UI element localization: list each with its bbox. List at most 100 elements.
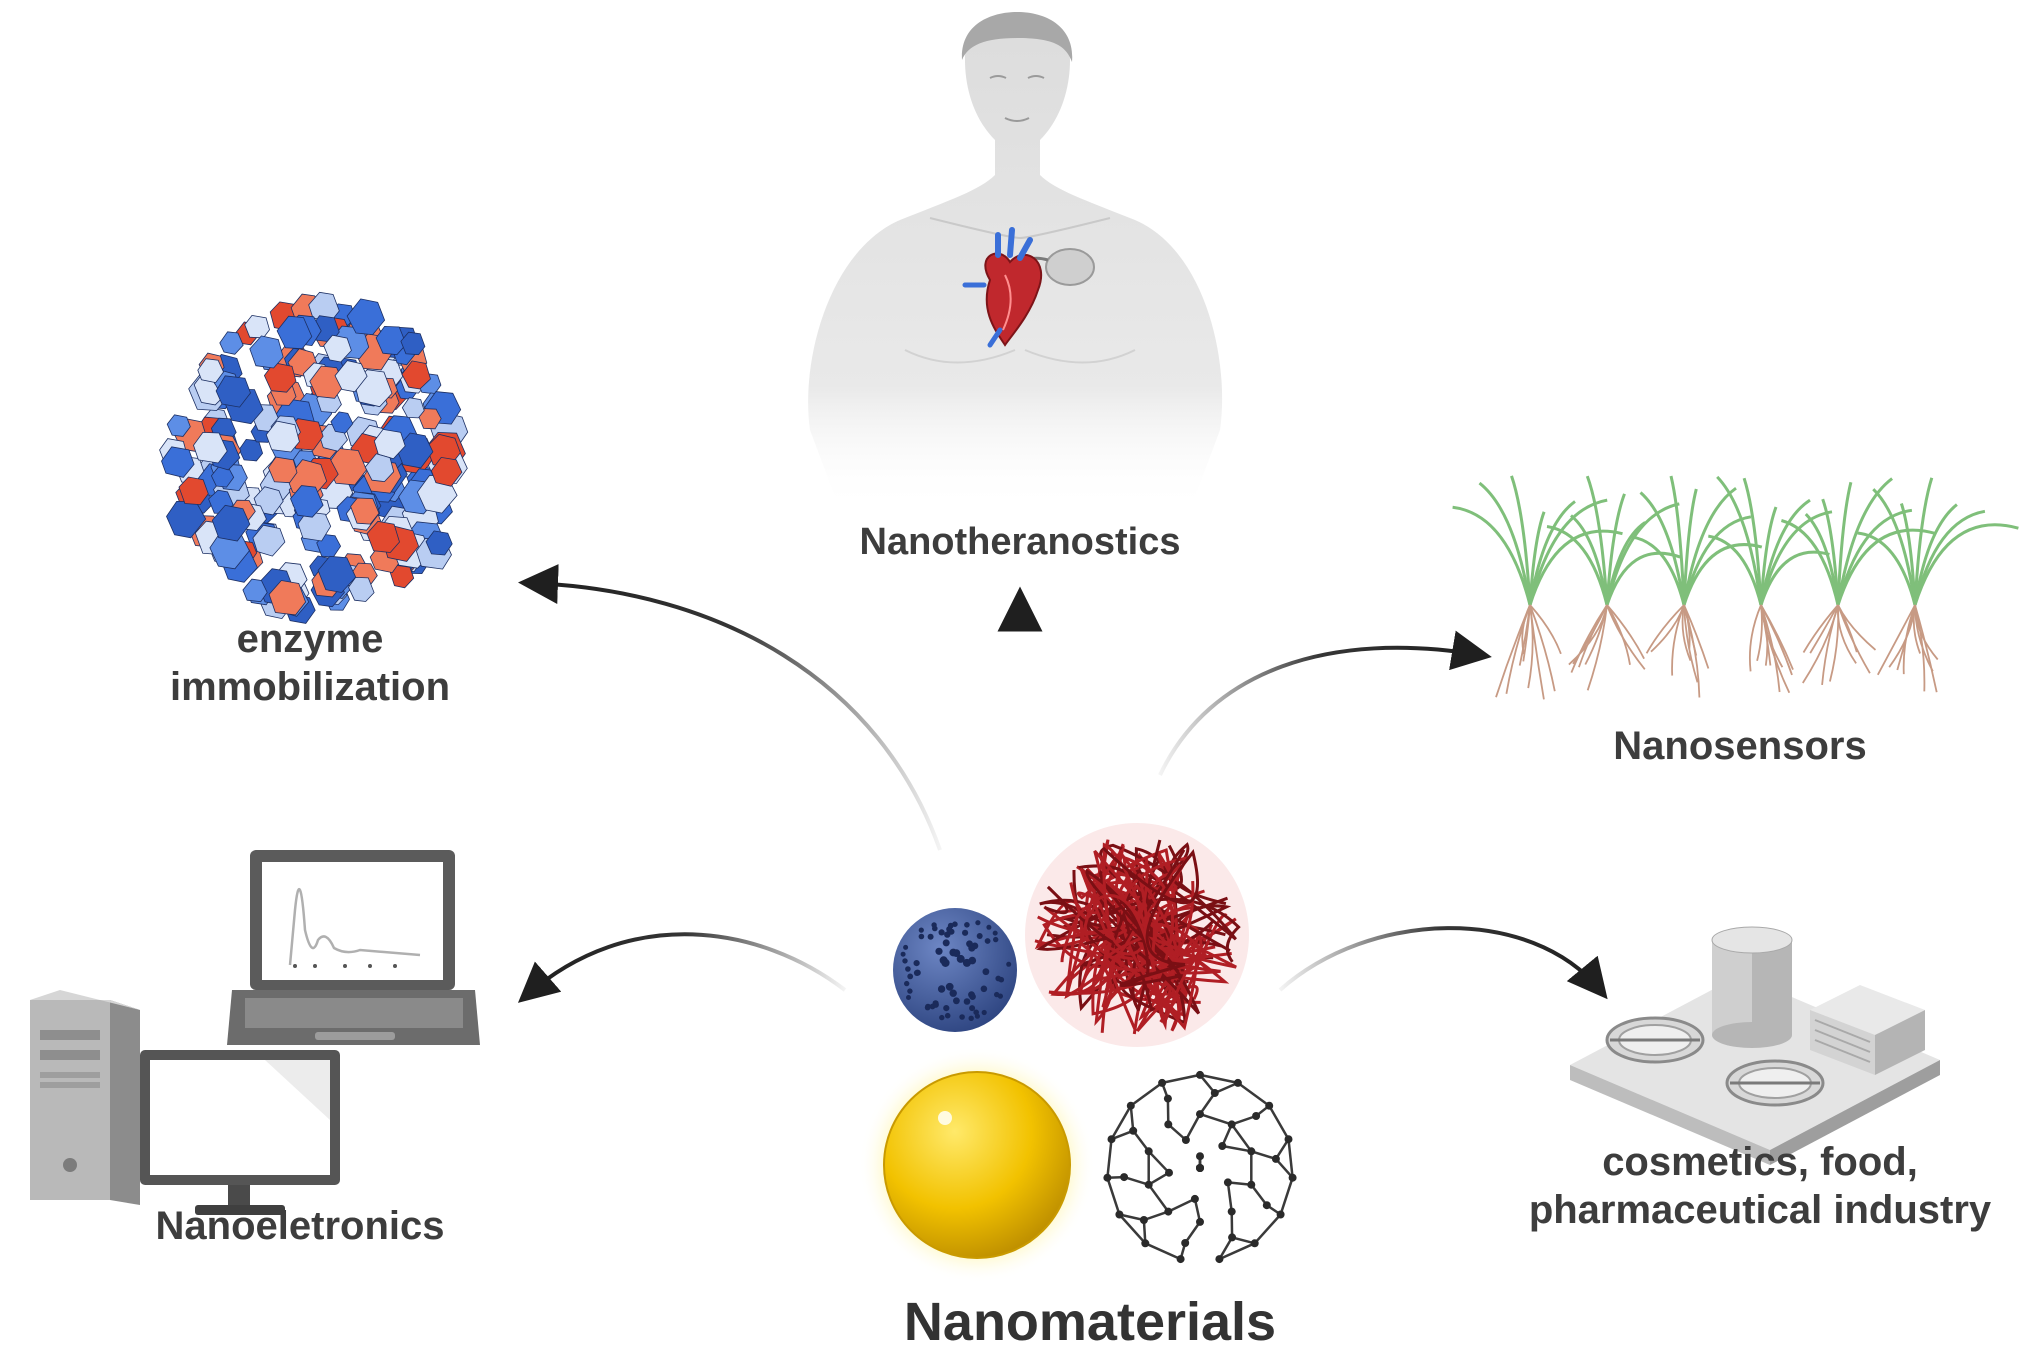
enzyme-residue (268, 580, 307, 616)
laptop-icon (227, 850, 480, 1045)
sphere-pore (913, 969, 921, 977)
grass-blade (1639, 491, 1686, 606)
enzyme-residue (249, 335, 284, 369)
enzyme-residue (366, 520, 400, 553)
sphere-pore (986, 924, 992, 930)
carbon-bond (1279, 1177, 1294, 1215)
plants-roots-icon (1452, 475, 2019, 700)
root-strand (1645, 604, 1685, 654)
carbon-atom (1227, 1120, 1236, 1129)
carbon-atom (1288, 1173, 1297, 1182)
root-strand (1606, 604, 1646, 670)
grass-blade (1857, 531, 1917, 606)
carbon-atom (1144, 1147, 1153, 1156)
grass-blade (1913, 523, 2019, 606)
grass-blade (1708, 534, 1763, 606)
enzyme-residue (267, 456, 298, 484)
carbon-atom (1271, 1154, 1280, 1163)
root-strand (1837, 604, 1871, 674)
carbon-atom (1262, 1201, 1271, 1210)
sphere-pore (903, 944, 909, 950)
root-strand (1914, 604, 1938, 693)
gold-nanoparticle-icon (859, 1047, 1095, 1283)
carbon-bond (1250, 1183, 1268, 1206)
sphere-pore (905, 966, 911, 972)
carbon-bond (1199, 1073, 1239, 1085)
sphere-pore (918, 927, 924, 933)
enzyme-molecule-icon (159, 291, 469, 624)
enzyme-residue (290, 485, 324, 518)
carbon-atom (1196, 1152, 1204, 1161)
carbon-bond (1129, 1105, 1135, 1131)
label-nanotheranostics: Nanotheranostics (859, 521, 1181, 563)
grass-blade (1759, 506, 1778, 606)
carbon-atom (1196, 1110, 1204, 1119)
carbon-bond (1118, 1213, 1147, 1245)
sphere-pore (980, 985, 988, 993)
sphere-pore (969, 1005, 976, 1012)
sphere-pore (935, 947, 943, 955)
label-line: enzyme (236, 617, 384, 661)
enzyme-residue (401, 397, 425, 419)
carbon-bond (1147, 1183, 1170, 1213)
label-industry: cosmetics, food, pharmaceutical industry (1490, 1138, 2030, 1234)
sphere-pore (962, 929, 969, 936)
grass-blade (1528, 529, 1623, 606)
grass-blade (1742, 477, 1763, 606)
carbon-atom (1120, 1173, 1129, 1182)
carbon-atom (1103, 1173, 1112, 1182)
nanomaterials-cluster (859, 823, 1297, 1283)
carbon-atom (1228, 1233, 1237, 1242)
label-nanoelectronics: Nanoeletronics (155, 1204, 445, 1248)
carbon-bond (1226, 1182, 1233, 1212)
carbon-bond (1198, 1092, 1216, 1115)
enzyme-residue (215, 375, 251, 408)
polymer-strand (1064, 839, 1149, 999)
carbon-atom (1196, 1070, 1204, 1079)
polymer-nanoball-icon (1025, 823, 1249, 1047)
sphere-pore (913, 960, 920, 967)
carbon-atom (1252, 1112, 1261, 1120)
root-strand (1829, 604, 1840, 682)
carbon-atom (1164, 1120, 1173, 1129)
industrial-plant-icon (1570, 926, 1940, 1165)
sphere-pore (943, 1005, 950, 1012)
sphere-pore (942, 939, 950, 947)
carbon-atom (1247, 1180, 1256, 1189)
carbon-atom (1107, 1135, 1116, 1144)
carbon-bond (1237, 1081, 1270, 1107)
grass-blade (1630, 535, 1686, 606)
grass-blade (1821, 498, 1840, 606)
enzyme-residue (430, 456, 463, 487)
enzyme-residue (334, 360, 368, 393)
sphere-pore (938, 929, 945, 936)
root-strand (1809, 604, 1839, 654)
sphere-pore (993, 936, 999, 943)
enzyme-residue (193, 431, 228, 464)
label-nanosensors: Nanosensors (1613, 724, 1867, 768)
carbon-atom (1215, 1255, 1224, 1264)
label-enzyme-immobilization: enzyme immobilization (110, 615, 510, 711)
label-line: pharmaceutical industry (1528, 1188, 1992, 1232)
grass-blade (1546, 525, 1609, 606)
carbon-bond (1230, 1123, 1253, 1153)
root-strand (1527, 604, 1534, 689)
carbon-bond (1106, 1139, 1113, 1178)
root-strand (1521, 604, 1531, 655)
sphere-pore (981, 1009, 987, 1016)
sphere-pore (1006, 961, 1012, 967)
carbon-atom (1181, 1136, 1190, 1144)
sphere-pore (953, 997, 960, 1005)
sphere-pore (900, 951, 906, 957)
carbon-bond (1253, 1213, 1282, 1245)
carbon-bond (1130, 1081, 1163, 1107)
carbon-bond (1143, 1210, 1169, 1222)
carbon-atom (1190, 1194, 1199, 1203)
factory-building-icon (1810, 985, 1925, 1075)
sphere-pore (937, 985, 946, 993)
storage-tank-icon (1711, 926, 1793, 1048)
enzyme-residue (350, 497, 380, 525)
carbon-atom (1139, 1216, 1148, 1224)
enzyme-residue (178, 476, 209, 506)
